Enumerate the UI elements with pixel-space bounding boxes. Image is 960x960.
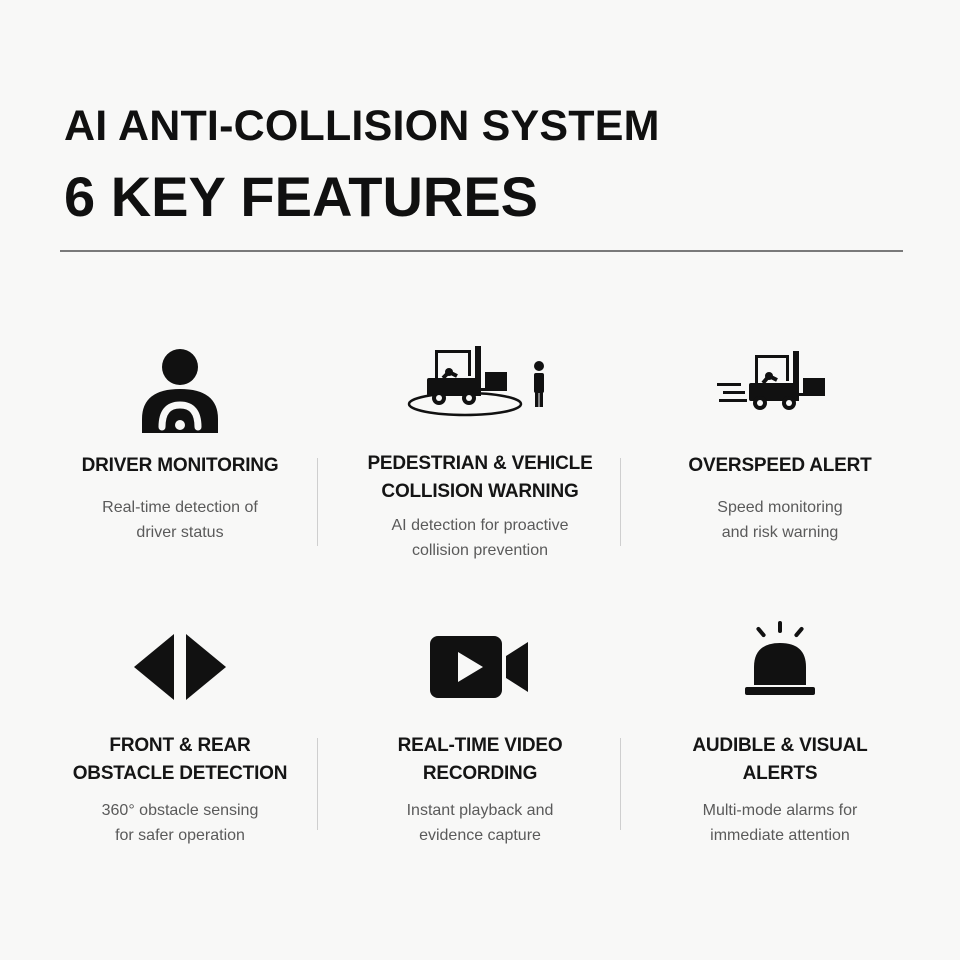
feature-driver-monitoring: DRIVER MONITORING Real-time detection of… <box>30 300 330 580</box>
page-title: AI ANTI-COLLISION SYSTEM <box>64 102 660 150</box>
column-divider <box>317 458 318 546</box>
page-header: AI ANTI-COLLISION SYSTEM 6 KEY FEATURES <box>64 98 660 234</box>
feature-title: OVERSPEED ALERT <box>688 455 872 476</box>
features-grid: DRIVER MONITORING Real-time detection of… <box>30 300 930 860</box>
feature-description: Real-time detection of driver status <box>102 499 258 541</box>
alarm-beacon-icon <box>630 604 930 714</box>
column-divider <box>620 738 621 830</box>
feature-title: DRIVER MONITORING <box>81 455 279 476</box>
feature-overspeed-alert: OVERSPEED ALERT Speed monitoring and ris… <box>630 300 930 580</box>
feature-real-time-video-recording: REAL-TIME VIDEO RECORDING Instant playba… <box>330 580 630 860</box>
front-rear-arrows-icon <box>30 612 330 722</box>
feature-title: REAL-TIME VIDEO RECORDING <box>397 735 563 784</box>
feature-title: AUDIBLE & VISUAL ALERTS <box>692 735 868 784</box>
feature-description: Multi-mode alarms for immediate attentio… <box>702 802 858 844</box>
feature-pedestrian-vehicle-collision-warning: PEDESTRIAN & VEHICLE COLLISION WARNING A… <box>330 300 630 580</box>
feature-title: PEDESTRIAN & VEHICLE COLLISION WARNING <box>367 453 593 502</box>
feature-title: FRONT & REAR OBSTACLE DETECTION <box>72 735 288 784</box>
feature-description: Speed monitoring and risk warning <box>717 499 843 541</box>
page-subtitle: 6 KEY FEATURES <box>64 165 539 228</box>
feature-front-rear-obstacle-detection: FRONT & REAR OBSTACLE DETECTION 360° obs… <box>30 580 330 860</box>
features-row-2: FRONT & REAR OBSTACLE DETECTION 360° obs… <box>30 580 930 860</box>
column-divider <box>317 738 318 830</box>
header-divider <box>60 250 903 252</box>
feature-description: Instant playback and evidence capture <box>406 802 554 844</box>
feature-description: AI detection for proactive collision pre… <box>391 517 569 559</box>
feature-description: 360° obstacle sensing for safer operatio… <box>101 802 259 844</box>
forklift-pedestrian-icon <box>330 327 630 437</box>
feature-audible-visual-alerts: AUDIBLE & VISUAL ALERTS Multi-mode alarm… <box>630 580 930 860</box>
features-row-1: DRIVER MONITORING Real-time detection of… <box>30 300 930 580</box>
video-camera-icon <box>330 612 630 722</box>
speeding-forklift-icon <box>630 330 930 440</box>
driver-icon <box>30 335 330 445</box>
column-divider <box>620 458 621 546</box>
